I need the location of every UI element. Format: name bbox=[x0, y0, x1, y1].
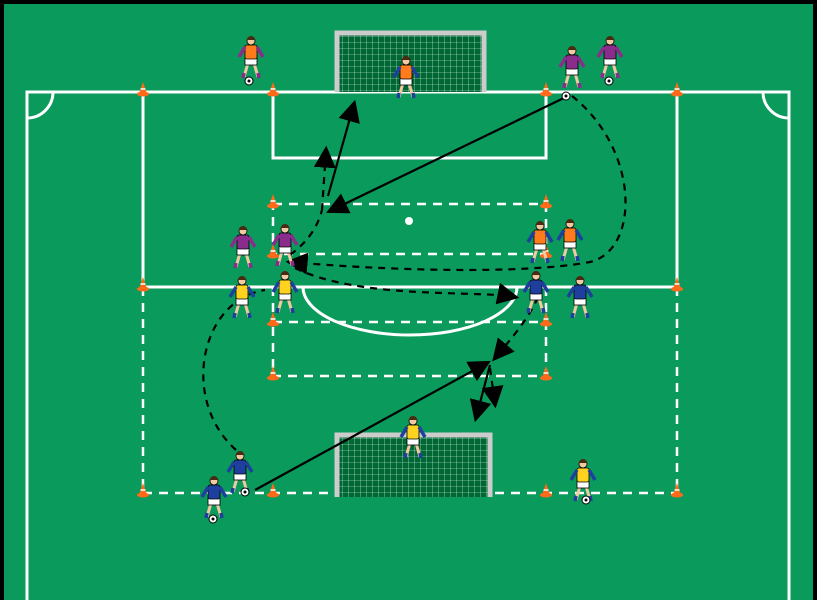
zone-center-middle bbox=[271, 320, 548, 378]
player-icon bbox=[399, 416, 427, 459]
goal-area-top bbox=[271, 92, 548, 160]
corner-arc-right bbox=[761, 91, 790, 120]
cone-icon bbox=[671, 277, 683, 292]
movement-paths bbox=[202, 95, 627, 491]
run-path-1 bbox=[285, 95, 627, 275]
cone-icon bbox=[540, 194, 552, 209]
cone-icon bbox=[540, 366, 552, 381]
cone-icon bbox=[267, 244, 279, 259]
ball-icon bbox=[240, 487, 250, 497]
cone-icon bbox=[137, 483, 149, 498]
player-icon bbox=[569, 459, 597, 502]
cone-icon bbox=[540, 82, 552, 97]
run-path-4 bbox=[294, 267, 520, 305]
player-icon bbox=[526, 221, 554, 264]
player-icon bbox=[566, 276, 594, 319]
corner-arc-left bbox=[26, 91, 55, 120]
player-icon bbox=[229, 226, 257, 269]
cone-icon bbox=[671, 483, 683, 498]
players bbox=[200, 36, 624, 524]
cone-icon bbox=[540, 483, 552, 498]
center-spot bbox=[405, 217, 413, 225]
cone-icon bbox=[267, 366, 279, 381]
player-icon bbox=[237, 36, 265, 79]
ball-icon bbox=[581, 495, 591, 505]
pass-arrow-1 bbox=[326, 95, 569, 214]
run-path-2 bbox=[289, 209, 324, 256]
cones bbox=[137, 82, 683, 498]
run-path-3 bbox=[313, 145, 336, 211]
run-path-5 bbox=[492, 296, 540, 362]
ball-icon bbox=[561, 91, 571, 101]
pass-arrow-3 bbox=[254, 360, 491, 491]
cone-icon bbox=[540, 312, 552, 327]
player-icon bbox=[271, 224, 299, 267]
cone-icon bbox=[267, 82, 279, 97]
cone-icon bbox=[137, 82, 149, 97]
player-icon bbox=[596, 36, 624, 79]
center-circle-arc bbox=[301, 286, 519, 337]
ball-icon bbox=[208, 514, 218, 524]
run-path-7 bbox=[481, 367, 504, 409]
cone-icon bbox=[267, 483, 279, 498]
player-icon bbox=[200, 476, 228, 519]
zone-center-top bbox=[271, 202, 548, 256]
player-icon bbox=[228, 276, 256, 319]
cone-icon bbox=[137, 277, 149, 292]
cone-icon bbox=[671, 82, 683, 97]
player-icon bbox=[522, 271, 550, 314]
pass-arrow-2 bbox=[326, 99, 360, 197]
ball-icon bbox=[604, 76, 614, 86]
goal-bottom bbox=[334, 432, 493, 497]
player-icon bbox=[558, 46, 586, 89]
cone-icon bbox=[267, 194, 279, 209]
player-icon bbox=[392, 56, 420, 99]
player-icon bbox=[271, 271, 299, 314]
ball-icon bbox=[244, 76, 254, 86]
player-icon bbox=[556, 219, 584, 262]
cone-icon bbox=[267, 312, 279, 327]
